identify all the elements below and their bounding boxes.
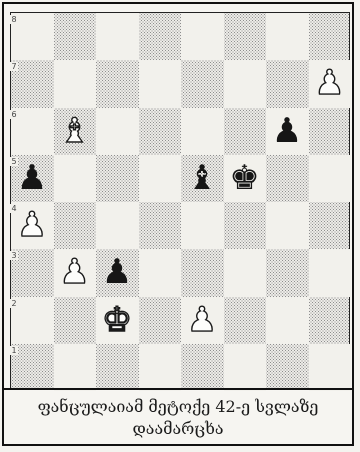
white-pawn-b3: ♟ (54, 249, 96, 295)
black-pawn-a5: ♟ (11, 155, 53, 201)
light-square (181, 108, 224, 155)
rank-label: 6 (10, 110, 18, 119)
light-square (224, 344, 267, 391)
light-square (309, 155, 352, 202)
light-square (54, 344, 97, 391)
white-pawn-a4: ♟ (11, 202, 53, 248)
rank-label: 1 (10, 346, 18, 355)
light-square (139, 155, 182, 202)
black-bishop-e5: ♝ (181, 155, 223, 201)
white-bishop-b6: ♝ (54, 108, 96, 154)
light-square (139, 60, 182, 107)
light-square (96, 13, 139, 60)
light-square (309, 344, 352, 391)
light-square (266, 297, 309, 344)
light-square (224, 249, 267, 296)
caption-line-1: ფანცულაიამ მეტოქე 42-ე სვლაზე (4, 396, 352, 418)
black-pawn-g6: ♟ (266, 108, 308, 154)
light-square (266, 13, 309, 60)
light-square (54, 155, 97, 202)
white-king-c2: ♚ (96, 297, 138, 343)
black-pawn-c3: ♟ (96, 249, 138, 295)
white-pawn-e2: ♟ (181, 297, 223, 343)
rank-label: 2 (10, 299, 18, 308)
white-pawn-h7: ♟ (309, 60, 351, 106)
light-square (181, 202, 224, 249)
light-square (139, 249, 182, 296)
caption-divider (4, 388, 352, 390)
light-square (54, 60, 97, 107)
light-square (139, 344, 182, 391)
light-square (224, 60, 267, 107)
light-square (181, 13, 224, 60)
light-square (96, 202, 139, 249)
rank-label: 3 (10, 251, 18, 260)
black-king-f5: ♚ (224, 155, 266, 201)
caption-line-2: დაამარცხა (4, 418, 352, 440)
light-square (96, 108, 139, 155)
diagram-caption: ფანცულაიამ მეტოქე 42-ე სვლაზე დაამარცხა (4, 396, 352, 440)
light-square (266, 202, 309, 249)
rank-label: 8 (10, 15, 18, 24)
light-square (309, 249, 352, 296)
rank-label: 7 (10, 62, 18, 71)
